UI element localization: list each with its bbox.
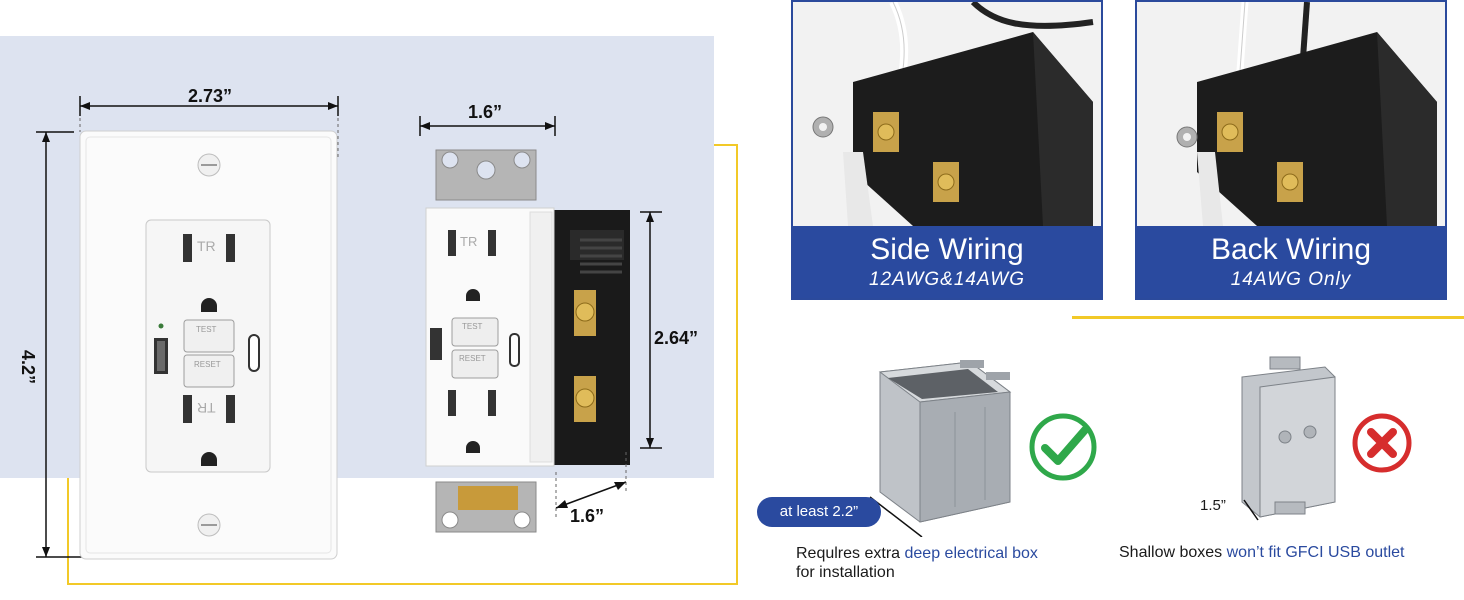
- yellow-frame-right: [736, 144, 738, 585]
- outlet-depth-label: 1.6”: [570, 506, 605, 526]
- wall-plate-diagram: [36, 96, 339, 560]
- receptacle-side-diagram: [419, 116, 662, 533]
- side-wiring-subtitle: 12AWG&14AWG: [868, 269, 1026, 290]
- side-wiring-card: Side Wiring 12AWG&14AWG: [791, 0, 1103, 300]
- outlet-height-label: 2.64”: [654, 328, 699, 348]
- deep-box-depth-badge: at least 2.2”: [757, 497, 881, 527]
- yellow-frame-bottom: [67, 583, 738, 585]
- check-icon: [1029, 413, 1097, 481]
- outlet-width-label: 1.6”: [468, 102, 503, 122]
- plate-reset-button: RESET: [194, 360, 221, 369]
- deep-box-caption-prefix: Requlres extra: [796, 545, 905, 562]
- side-wiring-title: Side Wiring: [870, 233, 1024, 266]
- side-wiring-photo: [793, 2, 1101, 226]
- plate-width-label: 2.73”: [188, 86, 233, 106]
- back-wiring-banner: Back Wiring 14AWG Only: [1137, 226, 1445, 298]
- yellow-frame-left: [67, 478, 69, 585]
- yellow-divider-right: [1072, 316, 1464, 319]
- outlet-test-button: TEST: [462, 322, 483, 331]
- shallow-box-depth-label: 1.5”: [1200, 497, 1226, 514]
- back-wiring-card: Back Wiring 14AWG Only: [1135, 0, 1447, 300]
- shallow-box-caption-highlight: won’t fit GFCI USB outlet: [1226, 544, 1405, 561]
- back-wiring-title: Back Wiring: [1210, 233, 1372, 266]
- outlet-reset-button: RESET: [459, 354, 486, 363]
- back-wiring-subtitle: 14AWG Only: [1230, 269, 1352, 290]
- deep-box-caption-suffix: for installation: [796, 564, 895, 581]
- plate-tr-label-lower: TR: [197, 400, 216, 416]
- plate-tr-label: TR: [197, 238, 216, 254]
- deep-electrical-box-illustration: [869, 360, 1012, 537]
- plate-test-button: TEST: [196, 325, 217, 334]
- shallow-box-caption-prefix: Shallow boxes: [1119, 544, 1227, 561]
- outlet-tr-label: TR: [460, 234, 478, 249]
- deep-box-caption-highlight: deep electrical box: [904, 545, 1038, 562]
- back-wiring-photo: [1137, 2, 1445, 226]
- yellow-frame-top: [714, 144, 738, 146]
- shallow-electrical-box-illustration: [1241, 356, 1336, 521]
- side-wiring-banner: Side Wiring 12AWG&14AWG: [793, 226, 1101, 298]
- x-icon: [1352, 413, 1412, 473]
- plate-height-label: 4.2”: [18, 350, 38, 385]
- shallow-box-caption: Shallow boxes won’t fit GFCI USB outlet: [1119, 544, 1464, 562]
- deep-box-caption: Requlres extra deep electrical box for i…: [796, 544, 1096, 582]
